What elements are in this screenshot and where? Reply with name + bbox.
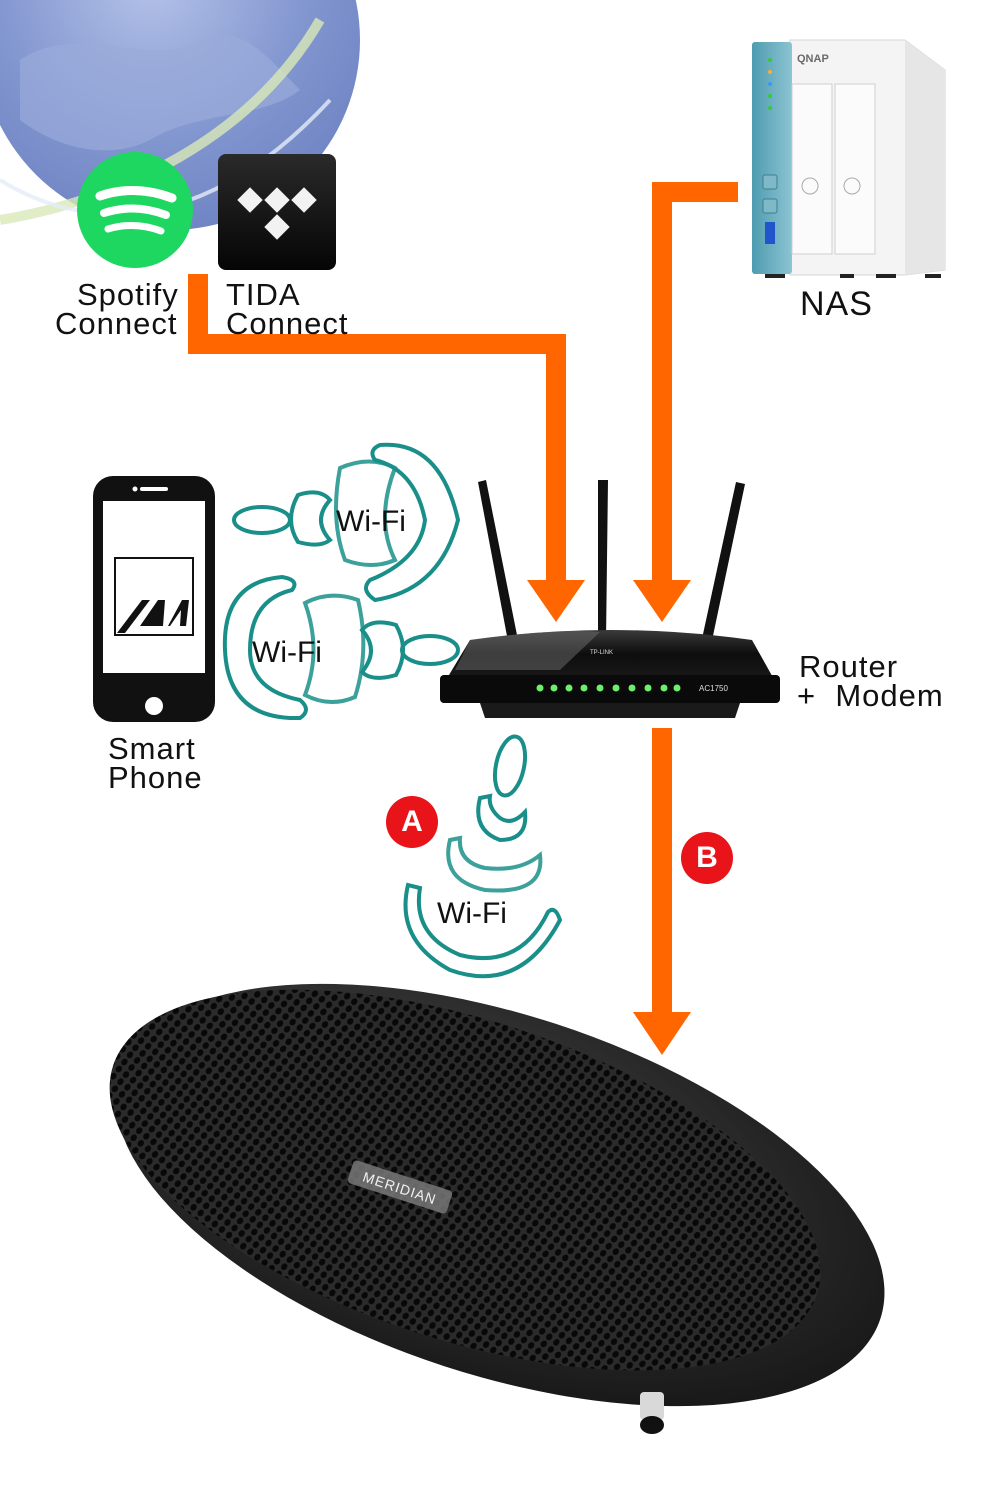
smartphone-icon: [93, 476, 215, 722]
arrow-streaming-to-router: [188, 274, 585, 622]
nas-brand: QNAP: [797, 53, 829, 65]
nas-icon: QNAP: [752, 39, 946, 278]
connection-arrows: [188, 182, 738, 1055]
wifi-waves-speaker: [403, 734, 563, 979]
wifi-waves-bottom: [222, 574, 460, 721]
nas-label: NAS: [800, 285, 873, 323]
router-label-line1: Router: [799, 649, 899, 684]
router-icon: TP-LINK AC1750: [440, 480, 780, 718]
arrow-nas-to-router: [633, 182, 738, 622]
wifi-waves-top: [232, 442, 461, 603]
wifi-label-bottom: Wi-Fi: [252, 636, 322, 669]
badge-a: A: [386, 796, 438, 848]
speaker-icon: MERIDIAN: [109, 983, 885, 1434]
arrow-router-to-speaker-b: [633, 728, 691, 1055]
router-model: AC1750: [699, 684, 728, 693]
router-brand: TP-LINK: [590, 650, 613, 656]
tidal-label: TIDA Connect: [226, 277, 349, 341]
phone-label: Smart Phone: [108, 731, 203, 795]
router-label: Router + Modem: [797, 649, 944, 713]
tidal-label-line2: Connect: [226, 306, 349, 341]
spotify-label-line2: Connect: [55, 306, 178, 341]
badge-b: B: [681, 832, 733, 884]
wifi-label-speaker: Wi-Fi: [437, 897, 507, 930]
phone-label-line2: Phone: [108, 760, 203, 795]
tidal-icon: [218, 154, 336, 270]
wifi-label-top: Wi-Fi: [336, 505, 406, 538]
spotify-label-line1: Spotify: [77, 277, 179, 312]
spotify-icon: [77, 152, 193, 268]
tidal-label-line1: TIDA: [226, 277, 301, 312]
router-label-line2: + Modem: [797, 678, 944, 713]
spotify-label: Spotify Connect: [55, 277, 179, 339]
globe-icon: [0, 0, 360, 290]
meridian-app-logo: [114, 557, 194, 636]
phone-label-line1: Smart: [108, 731, 196, 766]
